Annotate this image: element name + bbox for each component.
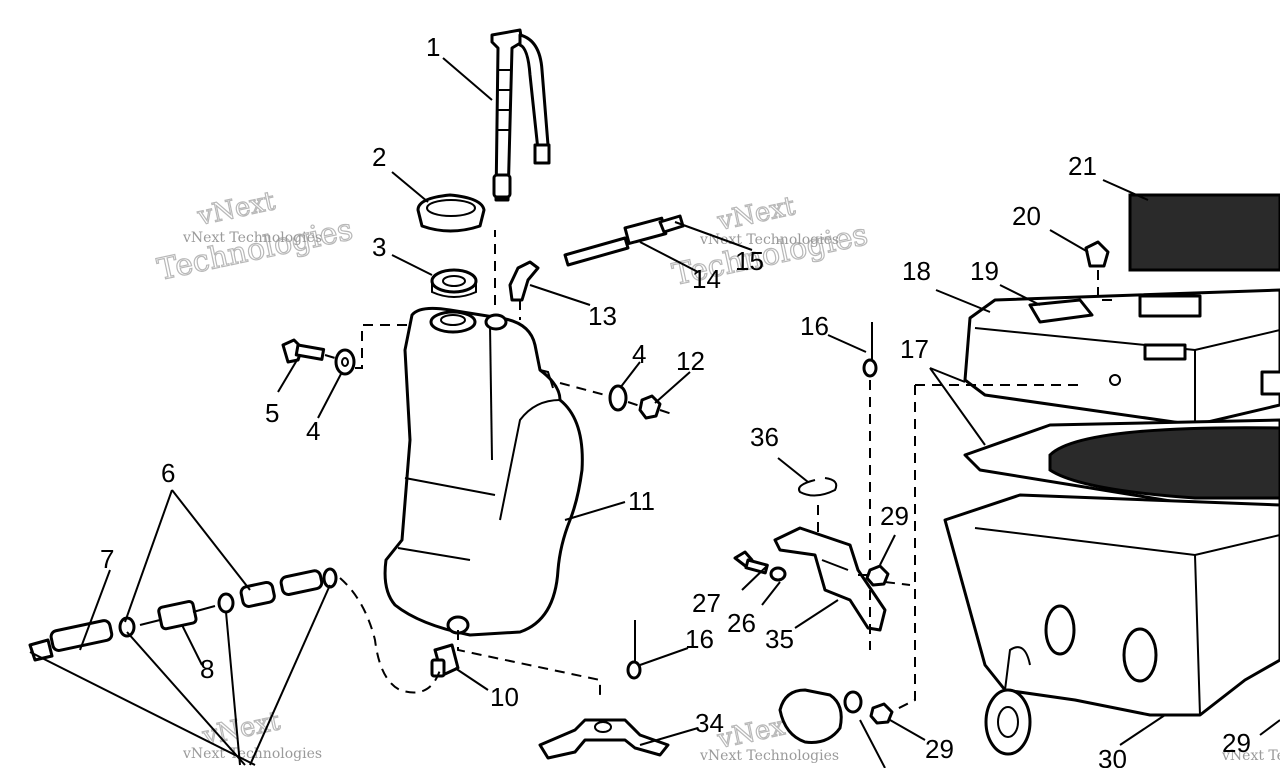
callout-18: 18 [902,256,931,286]
callout-36: 36 [750,422,779,452]
callout-8: 8 [200,654,214,684]
part-airbox-cover [963,288,1280,427]
callout-14: 14 [692,264,721,294]
part-nut-upper [865,564,890,587]
callout-21: 21 [1068,151,1097,181]
svg-text:vNext: vNext [194,186,278,232]
svg-text:vNext Technologies: vNext Technologies [1221,748,1280,764]
part-knob [1084,240,1110,268]
callout-labels: 1 2 3 5 4 4 12 13 14 15 11 6 7 8 10 16 3… [100,32,1251,768]
callout-27: 27 [692,588,721,618]
callout-6: 6 [161,458,175,488]
callout-12: 12 [676,346,705,376]
callout-4-left: 4 [306,416,320,446]
part-oil-fill-tube [490,28,551,202]
alignment-lines [324,230,1115,711]
part-oil-tank [383,306,584,637]
watermark-top-left: vNext Technologies vNext Technologies [154,186,357,289]
part-grommet [430,268,478,298]
part-washer-right [608,384,628,412]
part-stud-upper [862,322,878,378]
part-bolt-bracket [733,550,769,575]
part-elbow-fitting [508,260,540,302]
callout-35: 35 [765,624,794,654]
callout-20: 20 [1012,201,1041,231]
callout-19: 19 [970,256,999,286]
part-nut-lower [869,702,894,725]
callout-34: 34 [695,708,724,738]
svg-text:Technologies: Technologies [154,212,355,288]
callout-26: 26 [727,608,756,638]
part-breather-valve [563,214,685,267]
watermark-bottom-left: vNext vNext Technologies [182,706,322,762]
part-airbox-base [943,493,1280,717]
callout-10: 10 [490,682,519,712]
part-filler-cap [416,193,486,233]
svg-text:vNext Technologies: vNext Technologies [699,748,839,764]
callout-15: 15 [735,246,764,276]
part-washer-bracket [769,566,787,582]
part-drain-fitting [430,643,460,678]
callout-11: 11 [628,486,655,516]
part-sensor [778,688,863,744]
leader-lines [29,57,1280,768]
callout-16-lower: 16 [685,624,714,654]
callout-13: 13 [588,301,617,331]
part-hose-assembly [28,567,338,662]
part-foam-filter-top [1128,193,1280,272]
callout-5: 5 [265,398,279,428]
oil-line-path [339,577,441,694]
svg-text:vNext Technologies: vNext Technologies [182,746,322,762]
callout-4-right: 4 [632,339,646,369]
callout-1: 1 [426,32,440,62]
callout-3: 3 [372,232,386,262]
part-bolt-left [281,338,326,364]
callout-29-lower: 29 [925,734,954,764]
callout-29-right: 29 [1222,728,1251,758]
callout-30: 30 [1098,744,1127,768]
part-spring-clip [798,477,838,497]
callout-16-upper: 16 [800,311,829,341]
part-mount-grommet [984,688,1032,756]
part-bracket [773,526,887,632]
svg-text:vNext: vNext [714,191,798,237]
callout-17: 17 [900,334,929,364]
svg-text:vNext Technologies: vNext Technologies [699,232,839,248]
part-lower-bracket [538,718,670,760]
watermark-right-edge: vNext Technologies [1221,748,1280,764]
callout-29-upper: 29 [880,501,909,531]
part-filter-tray [963,418,1280,507]
svg-text:vNext Technologies: vNext Technologies [182,230,322,246]
part-washer-left [334,348,356,376]
part-nut-right [638,394,662,420]
callout-2: 2 [372,142,386,172]
part-stud-lower [626,620,642,680]
callout-7: 7 [100,544,114,574]
